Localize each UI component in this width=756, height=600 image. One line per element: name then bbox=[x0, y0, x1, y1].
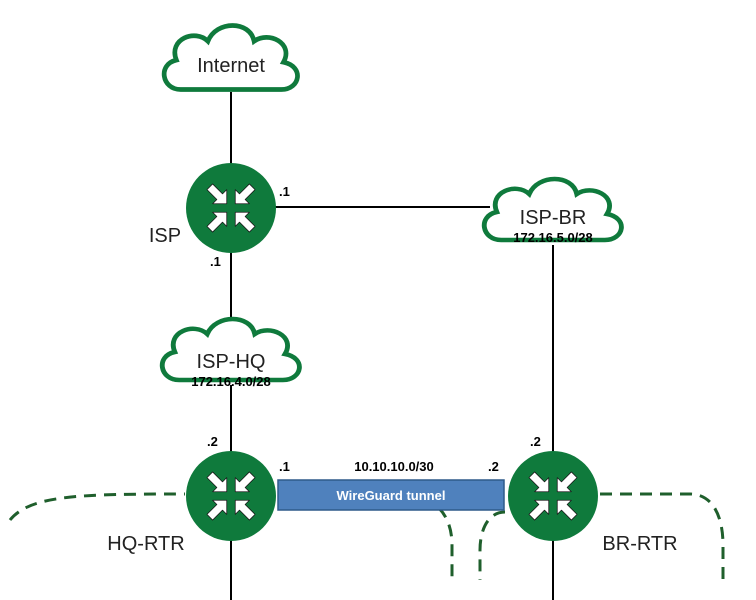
cloud-internet-label: Internet bbox=[197, 55, 265, 77]
wireguard-tunnel bbox=[277, 479, 505, 511]
tunnel-network-label: 10.10.10.0/30 bbox=[354, 459, 434, 474]
router-isp-label: ISP bbox=[149, 225, 181, 247]
hq-wan-interface: .2 bbox=[207, 434, 218, 449]
router-hq-rtr-label: HQ-RTR bbox=[107, 533, 184, 555]
cloud-isp-br-label: ISP-BR bbox=[520, 207, 587, 229]
links bbox=[230, 92, 554, 600]
br-tunnel-interface: .2 bbox=[488, 459, 499, 474]
br-site-boundary-right bbox=[600, 492, 725, 580]
router-br-rtr bbox=[508, 451, 598, 541]
hq-site-boundary bbox=[8, 492, 186, 521]
router-isp bbox=[186, 163, 276, 253]
isp-to-br-interface: .1 bbox=[279, 184, 290, 199]
br-site-boundary-left bbox=[478, 510, 506, 580]
cloud-isp-hq-label: ISP-HQ bbox=[197, 351, 266, 373]
router-br-rtr-label: BR-RTR bbox=[602, 533, 677, 555]
cloud-isp-hq-subnet: 172.16.4.0/28 bbox=[191, 374, 271, 389]
wireguard-tunnel-label: WireGuard tunnel bbox=[337, 488, 446, 503]
br-wan-interface: .2 bbox=[530, 434, 541, 449]
cloud-isp-br-subnet: 172.16.5.0/28 bbox=[513, 230, 593, 245]
hq-tunnel-interface: .1 bbox=[279, 459, 290, 474]
router-hq-rtr bbox=[186, 451, 276, 541]
isp-to-hq-interface: .1 bbox=[210, 254, 221, 269]
